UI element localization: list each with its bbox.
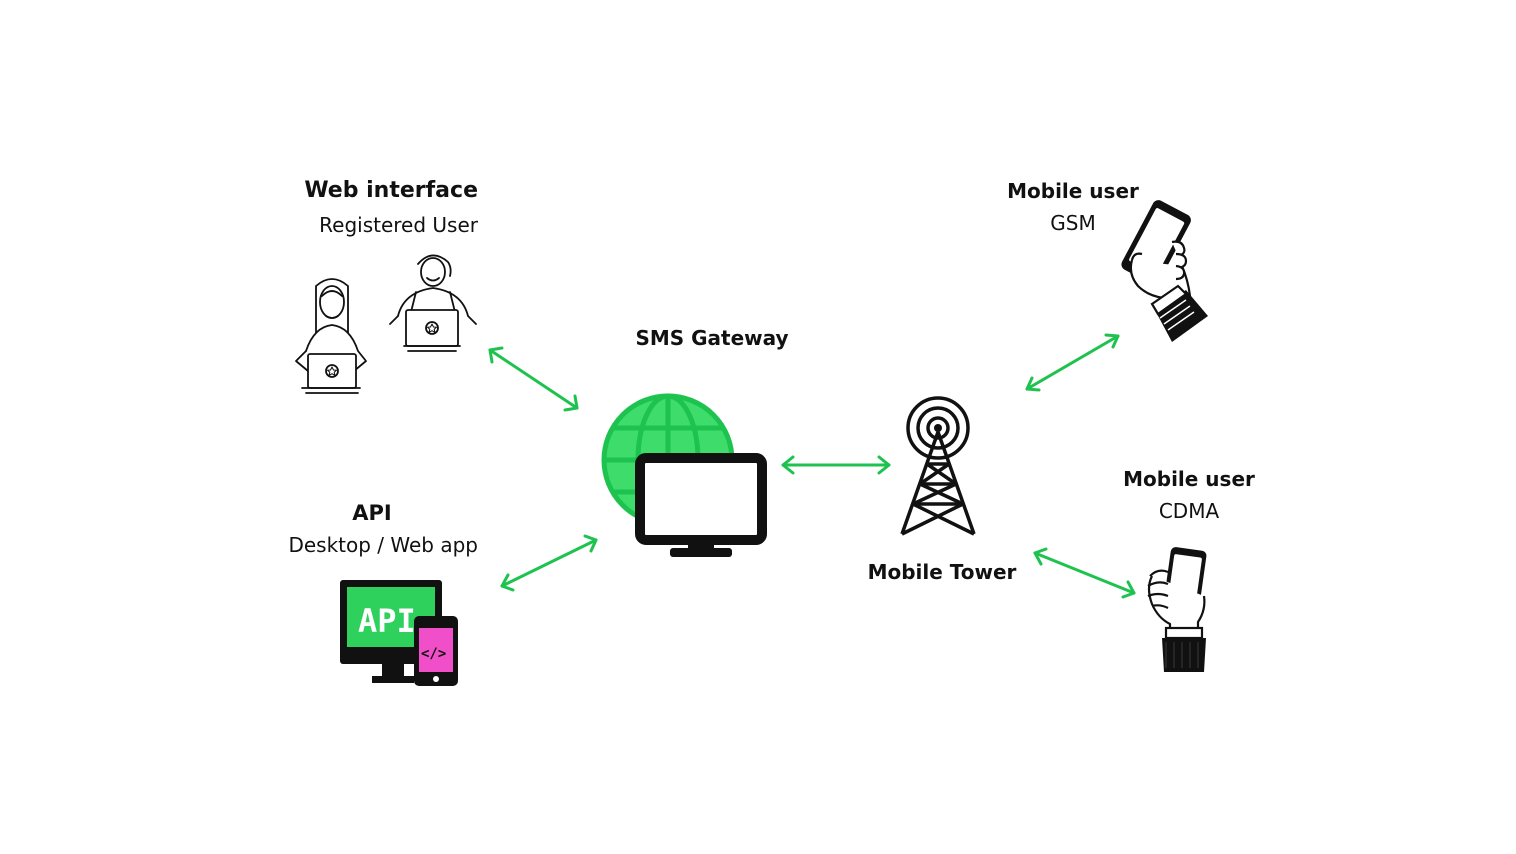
tower-title: Mobile Tower [867,560,1017,584]
monitor-icon [635,453,767,557]
mobile-cdma-subtitle: CDMA [1158,499,1220,523]
mobile-gsm-title: Mobile user [1007,179,1139,203]
radio-tower-icon [900,396,976,536]
web-interface-subtitle: Registered User [319,213,478,237]
api-subtitle: Desktop / Web app [288,533,478,557]
api-devices-icon: API </> [340,580,458,686]
hand-phone-cdma-icon [1147,547,1207,672]
mobile-gsm-subtitle: GSM [1050,211,1096,235]
api-title: API [352,501,392,525]
globe-monitor-icon [601,393,767,557]
arrow-tower-gsm [1025,333,1120,392]
arrow-tower-cdma [1033,547,1136,599]
hand-phone-gsm-icon [1121,200,1208,342]
gateway-title: SMS Gateway [635,326,789,350]
api-phone-code-text: </> [421,646,446,662]
arrow-api-gateway [500,534,598,592]
mobile-cdma-title: Mobile user [1123,467,1255,491]
arrow-web-gateway [488,346,579,412]
users-with-laptops-icon [295,254,477,394]
api-screen-text: API [358,602,416,640]
web-interface-title: Web interface [304,178,478,203]
arrow-gateway-tower [781,455,891,475]
